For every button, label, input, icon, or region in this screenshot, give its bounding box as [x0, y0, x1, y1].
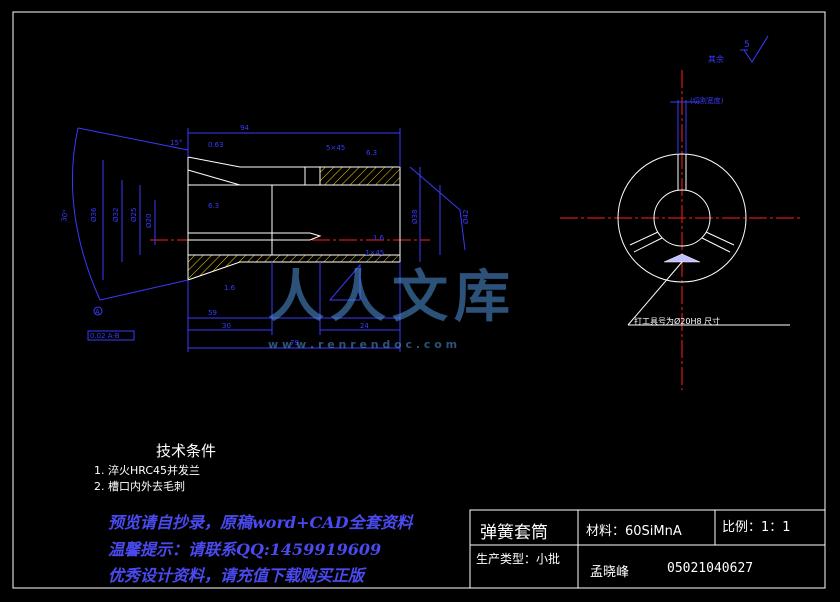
dim-phi20: Ø20 — [145, 214, 153, 228]
title-block — [469, 509, 826, 589]
dim-phi25: Ø25 — [130, 208, 138, 222]
dim-5x45: 5×45 — [326, 144, 345, 152]
scale: 比例：1：1 — [722, 520, 791, 535]
dim-30deg: 30° — [60, 209, 70, 223]
promo-line-1: 预览请自抄录，原稿word+CAD全套资料 — [108, 513, 413, 532]
dim-94: 94 — [240, 124, 249, 132]
tech-req-item-1: 1. 淬火HRC45并发兰 — [94, 464, 201, 477]
end-view-note: 打工具号为Ø20H8 尺寸 — [634, 316, 720, 326]
slot-width-label: (切割宽度) — [690, 96, 724, 105]
cone-line — [187, 169, 241, 186]
promo-line-3: 优秀设计资料，请充值下载购买正版 — [108, 566, 365, 585]
outer-circle — [617, 153, 747, 283]
drawing-frame — [12, 11, 826, 589]
dim-30: 30 — [222, 322, 231, 330]
material: 材料：60SiMnA — [586, 524, 682, 539]
svg-text:5: 5 — [744, 40, 750, 50]
dim-phi32: Ø32 — [112, 208, 120, 222]
inner-circle — [653, 189, 711, 247]
dim-phi36: Ø36 — [90, 207, 98, 222]
dim-phi42: Ø42 — [462, 210, 470, 224]
dimensions — [71, 127, 466, 352]
production-type: 生产类型：小批 — [476, 552, 561, 566]
student-id: 05021040627 — [667, 561, 754, 576]
dim-6.3a: 6.3 — [366, 149, 377, 157]
tool-marker — [663, 253, 701, 263]
dim-15deg: 15° — [170, 139, 182, 147]
slot-end — [309, 232, 322, 241]
designer: 孟晓峰 — [590, 565, 630, 580]
dim-1x45: 1×45 — [365, 249, 384, 257]
dim-79: 79 — [290, 339, 299, 347]
dim-0.63: 0.63 — [208, 141, 224, 149]
section-view — [150, 156, 430, 281]
lower-wall-hatch — [188, 255, 400, 280]
dim-59: 59 — [208, 309, 217, 317]
tech-req-title: 技术条件 — [156, 442, 217, 460]
upper-wall-hatch — [320, 167, 400, 185]
svg-text:其余: 其余 — [708, 54, 724, 64]
end-view: (切割宽度) 打工具号为Ø20H8 尺寸 — [560, 70, 800, 390]
dim-tolerance: 0.02 A-B — [90, 332, 120, 340]
dim-1.6: 1.6 — [373, 234, 385, 242]
watermark-url: w w w . r e n r e n d o c . c o m — [268, 338, 458, 351]
dim-6.3b: 6.3 — [208, 202, 219, 210]
part-name: 弹簧套筒 — [480, 523, 548, 543]
promo-line-2: 温馨提示：请联系QQ:1459919609 — [108, 540, 382, 559]
datum-A: A — [95, 308, 100, 316]
roughness-symbol: 其余 5 — [708, 35, 769, 64]
watermark-main: 人人文库 — [268, 264, 516, 330]
dim-24: 24 — [360, 322, 369, 330]
tech-req-item-2: 2. 槽口内外去毛刺 — [94, 480, 185, 493]
dim-phi38: Ø38 — [411, 210, 419, 224]
dim-1.6b: 1.6 — [224, 284, 236, 292]
